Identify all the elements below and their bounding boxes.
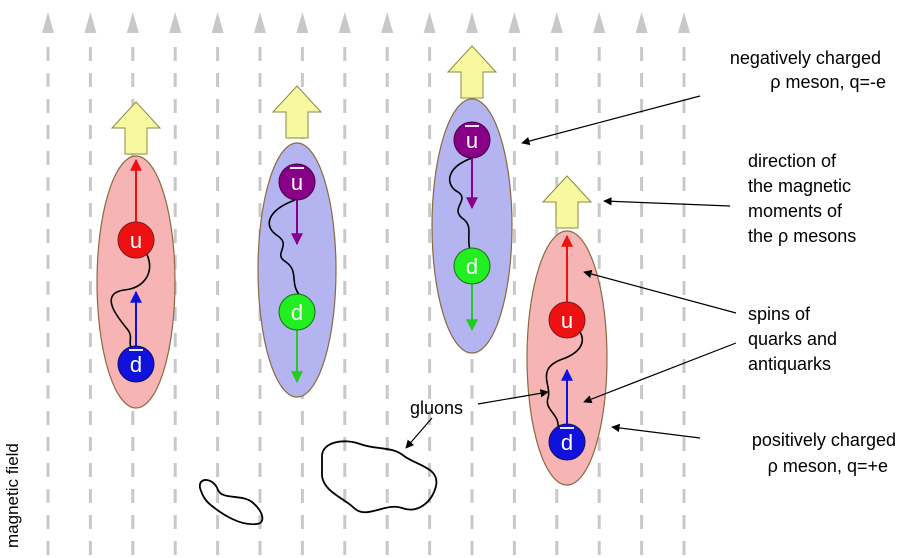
up-quark-label: u xyxy=(561,308,573,333)
field-arrowhead xyxy=(211,12,224,33)
magnetic-moment-arrow xyxy=(110,101,162,155)
field-arrowhead xyxy=(126,12,139,33)
magnetic-moment-arrow xyxy=(271,85,323,139)
anti-up-quark-label: u xyxy=(291,170,303,195)
anti-down-quark xyxy=(117,345,155,383)
annotation-gluons: gluons xyxy=(410,398,463,418)
gluon-string xyxy=(110,239,151,353)
field-arrowhead xyxy=(381,12,394,33)
annotation-positive-meson: positively charged ρ meson, q=+e xyxy=(752,430,901,476)
anti-down-quark-label: d xyxy=(561,430,573,455)
positive-meson-right: u d xyxy=(526,175,608,486)
anti-up-quark xyxy=(453,121,491,159)
anti-up-quark-label: u xyxy=(466,128,478,153)
free-gluon-large xyxy=(321,440,438,514)
meson-ellipse xyxy=(431,98,513,354)
field-arrowhead xyxy=(338,12,351,33)
field-arrowhead xyxy=(550,12,563,33)
gluon-string xyxy=(545,319,584,429)
up-quark-label: u xyxy=(130,228,142,253)
gluon-string xyxy=(268,199,303,299)
anti-down-quark-label: d xyxy=(130,352,142,377)
field-arrowhead xyxy=(84,12,97,33)
down-quark xyxy=(278,293,316,331)
magnetic-field-label: magnetic field xyxy=(3,443,22,548)
positive-meson-left: u d xyxy=(96,101,176,409)
field-arrowhead xyxy=(296,12,309,33)
negative-meson-middle: u d xyxy=(257,85,337,398)
anti-up-quark xyxy=(278,163,316,201)
up-quark xyxy=(117,221,155,259)
down-quark-label: d xyxy=(291,300,303,325)
field-arrowhead xyxy=(423,12,436,33)
annotation-spins: spins of quarks and antiquarks xyxy=(748,304,842,374)
field-arrowhead xyxy=(635,12,648,33)
meson-ellipse xyxy=(96,155,176,409)
anti-down-quark xyxy=(548,423,586,461)
field-arrowhead xyxy=(42,12,54,33)
field-arrowhead xyxy=(254,12,266,33)
pointer-spin-lower xyxy=(583,342,737,404)
pointer-negative-meson xyxy=(521,95,701,146)
free-gluon-small xyxy=(199,479,264,526)
field-arrowhead xyxy=(678,12,690,33)
field-arrowhead xyxy=(466,12,478,33)
pointer-positive-meson xyxy=(611,423,701,439)
annotation-negative-meson: negatively charged ρ meson, q=-e xyxy=(730,48,886,92)
field-arrowhead xyxy=(169,12,182,33)
gluon-string xyxy=(448,157,473,251)
up-quark xyxy=(548,301,586,339)
magnetic-moment-arrow xyxy=(446,45,498,99)
pointer-gluon-meson xyxy=(477,389,549,405)
pointer-spin-upper xyxy=(583,269,737,314)
down-quark xyxy=(453,247,491,285)
annotation-magnetic-moments: direction of the magnetic moments of the… xyxy=(748,151,856,246)
magnetic-moment-arrow xyxy=(541,175,593,229)
field-arrowhead xyxy=(593,12,606,33)
meson-ellipse xyxy=(257,142,337,398)
field-arrowhead xyxy=(508,12,521,33)
pointer-magnetic-moment xyxy=(603,197,731,207)
negative-meson-right: u d xyxy=(431,45,513,354)
pointer-gluon-free xyxy=(405,417,433,449)
down-quark-label: d xyxy=(466,254,478,279)
